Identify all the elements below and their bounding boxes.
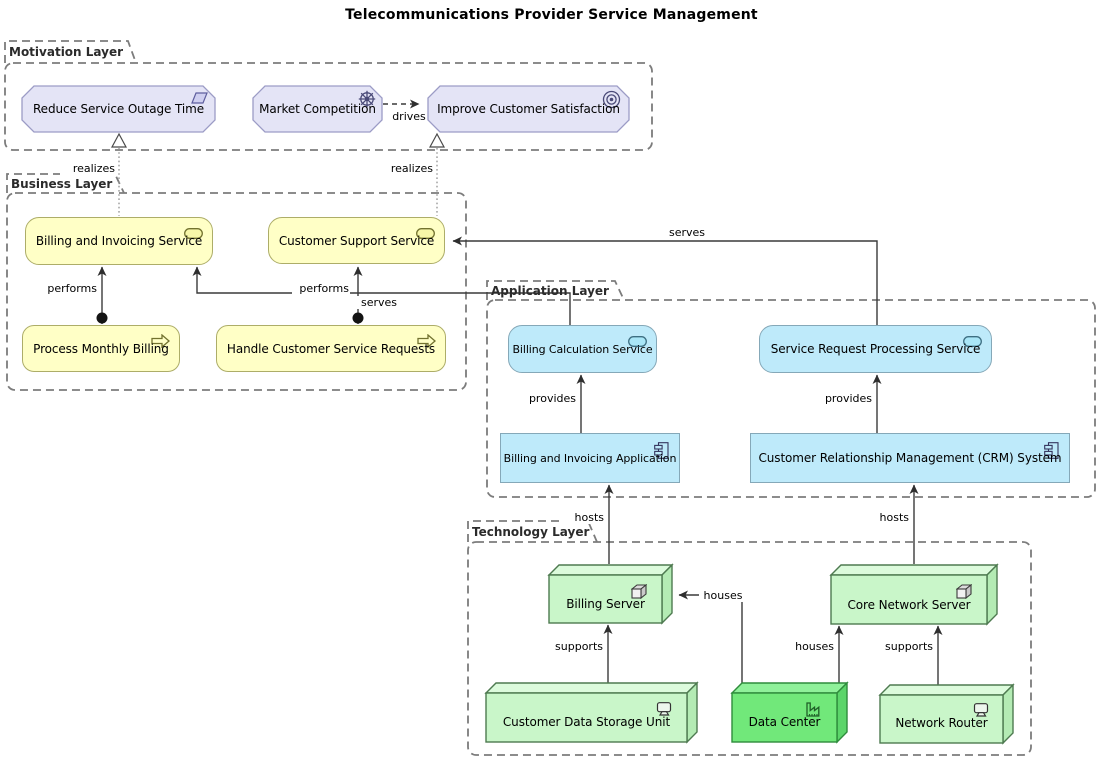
edge-label-realizes: realizes	[60, 162, 116, 175]
technology-layer-label: Technology Layer	[472, 525, 590, 539]
edge-label-realizes: realizes	[378, 162, 434, 175]
element-label: Data Center	[748, 714, 821, 729]
element-label: Reduce Service Outage Time	[32, 102, 205, 116]
component-icon	[654, 442, 669, 462]
service-icon	[963, 336, 982, 350]
requirement-reduce-service-outage-time[interactable]: Reduce Service Outage Time	[21, 85, 216, 133]
service-icon	[416, 228, 435, 242]
element-label: Process Monthly Billing	[33, 341, 169, 356]
application-component-crm-system[interactable]: Customer Relationship Management (CRM) S…	[750, 433, 1070, 483]
billing-server-node-shape	[547, 563, 674, 625]
process-icon	[417, 333, 436, 351]
driver-icon	[358, 90, 376, 111]
customer-data-storage-node-shape	[484, 681, 699, 744]
driver-market-competition[interactable]: Market Competition	[252, 85, 383, 133]
goal-improve-customer-satisfaction[interactable]: Improve Customer Satisfaction	[427, 85, 630, 133]
facility-data-center[interactable]: Data Center	[732, 693, 837, 742]
element-label: Billing Server	[566, 597, 645, 611]
element-label: Billing Calculation Service	[512, 342, 653, 356]
edge-label-serves: serves	[660, 226, 714, 239]
element-label: Handle Customer Service Requests	[226, 341, 436, 356]
edge-label-hosts: hosts	[561, 511, 605, 524]
edge-label-houses: houses	[789, 640, 835, 653]
application-layer-container	[486, 280, 1096, 498]
edge-label-provides: provides	[813, 392, 873, 405]
element-label: Market Competition	[259, 102, 376, 116]
edge-label-houses: houses	[699, 589, 747, 602]
node-icon	[630, 583, 648, 602]
application-component-billing-invoicing[interactable]: Billing and Invoicing Application	[500, 433, 680, 483]
device-network-router[interactable]: Network Router	[880, 695, 1003, 743]
edge-label-supports: supports	[874, 640, 934, 653]
edge-label-performs: performs	[40, 282, 98, 295]
business-layer-label: Business Layer	[11, 177, 113, 191]
element-label: Service Request Processing Service	[770, 342, 981, 356]
device-icon	[972, 703, 990, 721]
node-core-network-server[interactable]: Core Network Server	[831, 575, 987, 624]
motivation-layer-container	[4, 40, 653, 151]
motivation-layer-label: Motivation Layer	[9, 45, 124, 59]
service-icon	[628, 336, 647, 350]
process-icon	[151, 333, 170, 351]
service-icon	[184, 228, 203, 242]
edge-label-drives: drives	[386, 110, 432, 123]
device-icon	[655, 702, 673, 720]
application-service-request-processing[interactable]: Service Request Processing Service	[759, 325, 992, 373]
houses-edge-billing-server	[678, 590, 743, 683]
node-icon	[955, 583, 973, 602]
core-network-server-node-shape	[829, 563, 999, 626]
assignment-balls	[96, 312, 364, 324]
component-icon	[1044, 442, 1059, 462]
serves-edge-support	[452, 236, 878, 325]
diagram-title: Telecommunications Provider Service Mana…	[345, 7, 758, 23]
element-label: Customer Relationship Management (CRM) S…	[758, 451, 1062, 465]
element-label: Improve Customer Satisfaction	[437, 102, 620, 116]
application-service-billing-calculation[interactable]: Billing Calculation Service	[508, 325, 657, 373]
business-service-customer-support[interactable]: Customer Support Service	[268, 217, 445, 264]
element-label: Customer Support Service	[278, 233, 435, 248]
element-label: Network Router	[895, 716, 988, 730]
element-label: Billing and Invoicing Application	[503, 451, 677, 465]
serves-edge-billing	[192, 266, 571, 325]
device-customer-data-storage-unit[interactable]: Customer Data Storage Unit	[486, 693, 687, 742]
realization-arrowheads	[110, 132, 446, 148]
edge-label-provides: provides	[517, 392, 577, 405]
edge-label-hosts: hosts	[866, 511, 910, 524]
element-label: Billing and Invoicing Service	[35, 234, 203, 248]
facility-icon	[805, 701, 823, 720]
business-service-billing-and-invoicing[interactable]: Billing and Invoicing Service	[25, 217, 213, 265]
edge-label-serves: serves	[352, 296, 406, 309]
goal-icon	[602, 90, 621, 112]
node-billing-server[interactable]: Billing Server	[549, 575, 662, 623]
edge-label-performs: performs	[292, 282, 350, 295]
business-process-monthly-billing[interactable]: Process Monthly Billing	[22, 325, 180, 372]
requirement-icon	[188, 92, 208, 108]
element-label: Core Network Server	[847, 597, 971, 612]
business-process-handle-service-requests[interactable]: Handle Customer Service Requests	[216, 325, 446, 372]
data-center-node-shape	[730, 681, 849, 744]
network-router-node-shape	[878, 683, 1015, 745]
technology-layer-container	[467, 520, 1032, 756]
element-label: Customer Data Storage Unit	[502, 714, 671, 729]
edge-label-supports: supports	[544, 640, 604, 653]
application-layer-label: Application Layer	[491, 284, 609, 298]
